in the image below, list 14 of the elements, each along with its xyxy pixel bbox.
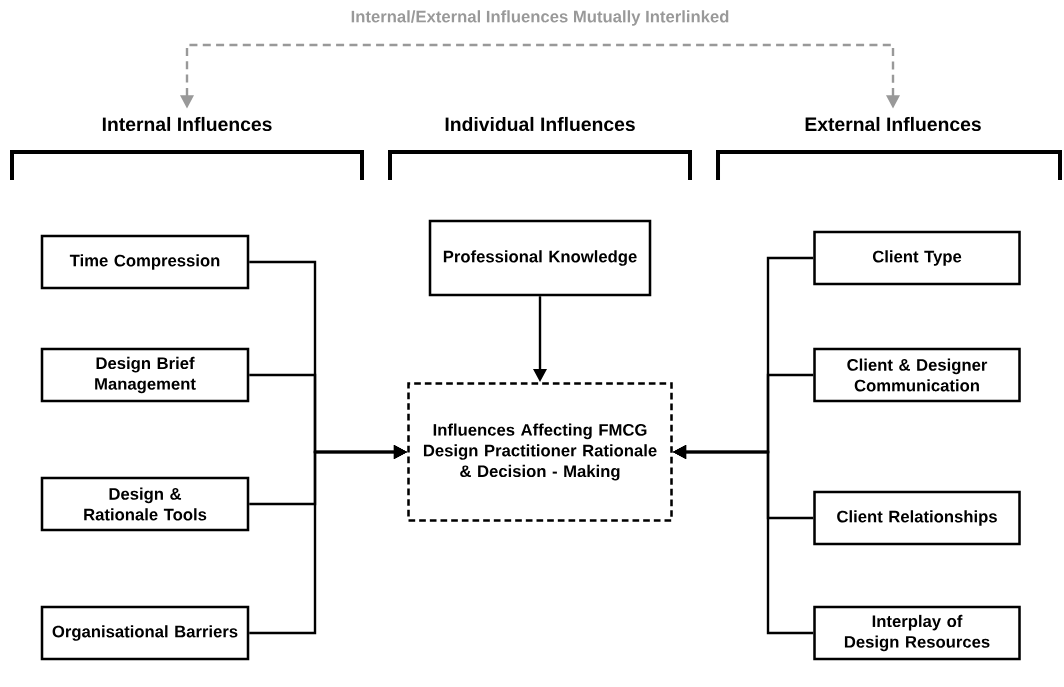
influence-box: Organisational Barriers — [40, 605, 250, 661]
influence-box: Interplay of Design Resources — [813, 605, 1021, 661]
influence-box: Time Compression — [40, 234, 250, 290]
influence-box: Design & Rationale Tools — [40, 476, 250, 532]
influence-box: Client & Designer Communication — [813, 347, 1021, 403]
influence-box: Client Relationships — [813, 490, 1021, 546]
influence-box: Professional Knowledge — [428, 219, 652, 297]
heading: Individual Influences — [445, 116, 635, 132]
influence-box: Design Brief Management — [40, 347, 250, 403]
heading: Internal Influences — [102, 116, 272, 132]
central-box: Influences Affecting FMCG Design Practitioner Rationale & Decision - Making — [407, 382, 673, 522]
edge-label: Internal/External Influences Mutually Interlinked — [347, 7, 733, 29]
influence-box: Client Type — [813, 230, 1021, 286]
heading: External Influences — [805, 116, 981, 132]
